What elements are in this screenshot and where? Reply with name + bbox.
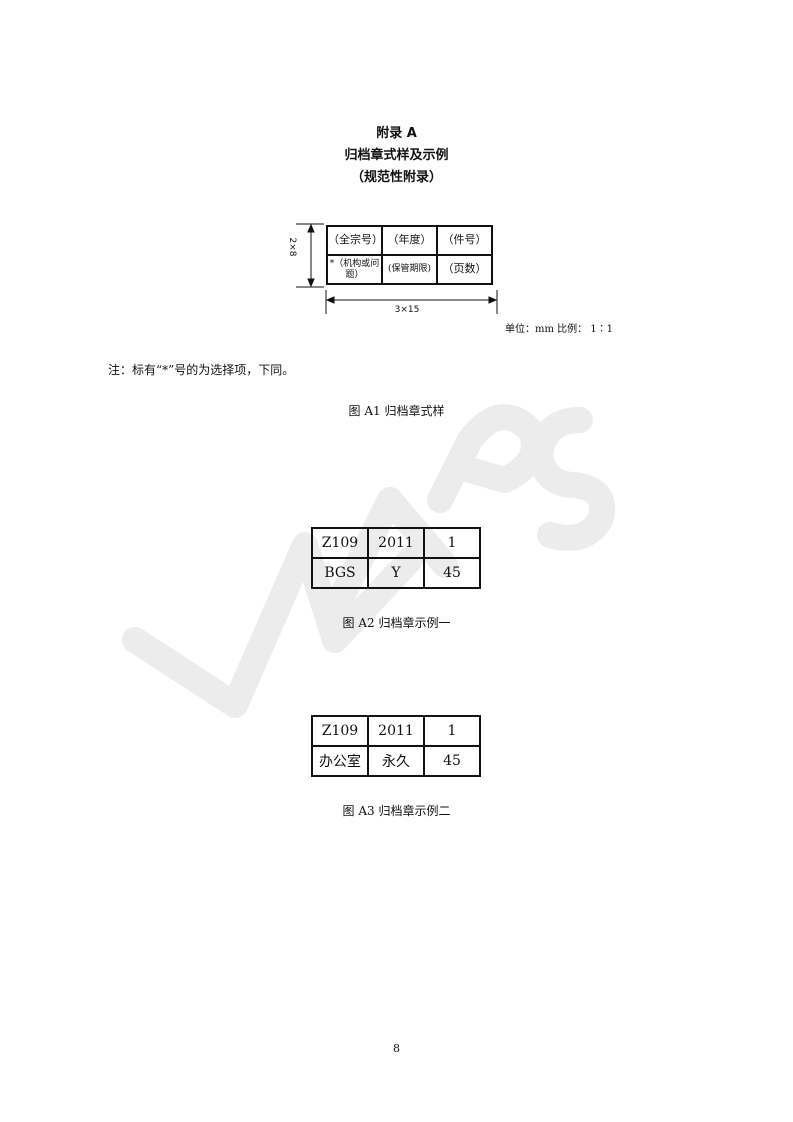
stamp-cell-year: （年度） (381, 225, 438, 256)
dimension-lines (296, 223, 498, 314)
example1-cell: Z109 (311, 527, 369, 559)
example1-cell: Y (367, 557, 425, 589)
example2-cell: 永久 (367, 745, 425, 777)
unit-scale-label: 单位：mm 比例： 1∶1 (505, 324, 614, 335)
example2-cell: 1 (423, 715, 481, 747)
example2-cell: 45 (423, 745, 481, 777)
example1-cell: 1 (423, 527, 481, 559)
stamp-cell-pages: （页数） (436, 254, 493, 285)
stamp-cell-item-no: （件号） (436, 225, 493, 256)
stamp-example-one: Z109 2011 1 BGS Y 45 (311, 527, 481, 589)
example1-cell: BGS (311, 557, 369, 589)
height-dimension-label: 2×8 (287, 237, 297, 257)
stamp-cell-org: *（机构或问题） (326, 254, 383, 285)
example2-cell: Z109 (311, 715, 369, 747)
figure-a3-caption: 图 A3 归档章示例二 (342, 804, 451, 818)
figure-a2-caption: 图 A2 归档章示例一 (342, 616, 451, 630)
stamp-cell-fonds-no: （全宗号） (326, 225, 383, 256)
figure-a1-caption: 图 A1 归档章式样 (348, 404, 445, 418)
width-dimension-label: 3×15 (394, 305, 420, 315)
example1-cell: 45 (423, 557, 481, 589)
example2-cell: 2011 (367, 715, 425, 747)
archive-stamp-sample: （全宗号） （年度） （件号） *（机构或问题） (保管期限) （页数） (326, 225, 493, 285)
stamp-example-two: Z109 2011 1 办公室 永久 45 (311, 715, 481, 777)
stamp-cell-retention: (保管期限) (381, 254, 438, 285)
appendix-normative: （规范性附录） (350, 170, 442, 185)
appendix-title: 归档章式样及示例 (344, 148, 449, 163)
example2-cell: 办公室 (311, 745, 369, 777)
example1-cell: 2011 (367, 527, 425, 559)
note-text: 注：标有“*”号的为选择项，下同。 (108, 363, 295, 377)
appendix-label: 附录 A (376, 126, 417, 141)
page-number: 8 (393, 1042, 400, 1055)
